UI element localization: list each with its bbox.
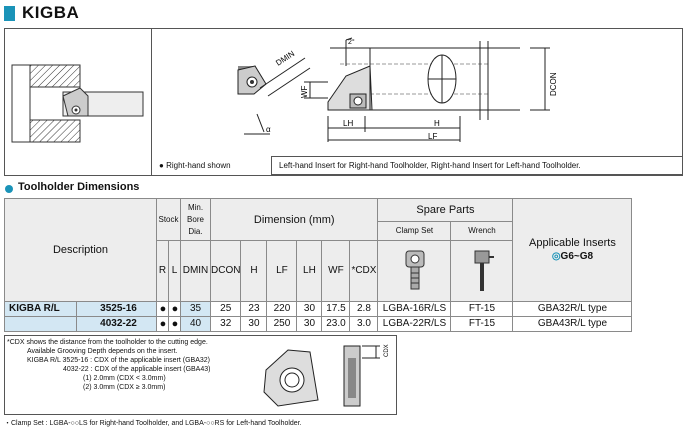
dmin-label: DMIN — [274, 49, 296, 68]
insert-cdx-drawing: CDX — [263, 344, 390, 407]
row2-dmin: 40 — [180, 316, 211, 332]
header-l: L — [168, 240, 181, 302]
row2-h: 30 — [240, 316, 268, 332]
row1-wrench: FT-15 — [450, 301, 514, 317]
target-icon: ◎ — [551, 251, 561, 262]
header-dimension: Dimension (mm) — [209, 198, 379, 241]
caption-right-hand: ● Right-hand shown — [159, 161, 231, 170]
header-lf: LF — [266, 240, 298, 302]
clamp-set-image — [377, 240, 452, 302]
row2-clamp-set: LGBA-22R/LS — [377, 316, 452, 332]
row1-stock-r: ● — [156, 301, 169, 317]
row1-dcon: 25 — [209, 301, 242, 317]
row2-stock-r: ● — [156, 316, 169, 332]
dcon-label: DCON — [549, 72, 558, 96]
row2-lf: 250 — [266, 316, 298, 332]
note-line-3: KIGBA R/L 3525-16 : CDX of the applicabl… — [27, 357, 211, 364]
row1-wf: 17.5 — [321, 301, 351, 317]
row1-insert: GBA32R/L type — [512, 301, 633, 317]
wrench-image — [450, 240, 514, 302]
row1-lh: 30 — [296, 301, 323, 317]
row1-series-text: KIGBA R/L — [9, 303, 60, 314]
page-title: KIGBA — [22, 3, 80, 22]
table-row: KIGBA R/L 3525-16 ● ● 35 25 23 220 30 17… — [4, 301, 633, 317]
cdx-note-box — [4, 335, 397, 415]
row1-lf: 220 — [266, 301, 298, 317]
header-r: R — [156, 240, 169, 302]
toolholder-drawing: DMIN α 2° WF LH H LF DCON — [237, 37, 558, 142]
section-marker — [5, 185, 13, 193]
clamp-set-footnote: ・Clamp Set : LGBA-○○LS for Right-hand To… — [4, 420, 302, 427]
header-dmin: DMIN — [180, 240, 211, 302]
bullet-icon: ● — [159, 161, 167, 170]
header-stock: Stock — [156, 198, 181, 241]
row2-wrench: FT-15 — [450, 316, 514, 332]
lf-label: LF — [428, 132, 437, 141]
note-line-2: Available Grooving Depth depends on the … — [27, 348, 178, 355]
section-title: Toolholder Dimensions — [18, 181, 140, 193]
row2-model: 4032-22 — [76, 316, 157, 332]
note-line-5: (1) 2.0mm (CDX < 3.0mm) — [83, 375, 166, 382]
header-wrench: Wrench — [450, 221, 514, 241]
row2-stock-l: ● — [168, 316, 181, 332]
insert-grade-range: ◎G6~G8 — [513, 251, 631, 263]
row1-h: 23 — [240, 301, 268, 317]
angle-label: 2° — [348, 38, 355, 46]
row1-series: KIGBA R/L — [4, 301, 77, 317]
caption-right-hand-text: Right-hand shown — [166, 161, 231, 170]
cdx-label: CDX — [384, 344, 390, 357]
bore-section-drawing — [11, 64, 144, 143]
row1-cdx: 2.8 — [349, 301, 379, 317]
note-line-6: (2) 3.0mm (CDX ≥ 3.0mm) — [83, 384, 166, 391]
title-marker — [4, 6, 15, 21]
row1-stock-l: ● — [168, 301, 181, 317]
row1-clamp-set: LGBA-16R/LS — [377, 301, 452, 317]
header-lh: LH — [296, 240, 323, 302]
row2-insert: GBA43R/L type — [512, 316, 633, 332]
clamp-set-icon — [405, 250, 425, 290]
header-cdx: *CDX — [349, 240, 379, 302]
wf-label: WF — [300, 85, 309, 98]
row2-series — [4, 316, 77, 332]
row2-wf: 23.0 — [321, 316, 351, 332]
header-h: H — [240, 240, 268, 302]
caption-left-hand: Left-hand Insert for Right-hand Toolhold… — [271, 156, 683, 175]
header-applicable-inserts: Applicable Inserts ◎G6~G8 — [512, 198, 633, 302]
alpha-label: α — [266, 125, 271, 134]
insert-grade-text: G6~G8 — [560, 251, 594, 262]
row1-dmin: 35 — [180, 301, 211, 317]
header-spare-parts: Spare Parts — [377, 198, 514, 222]
note-line-4: 4032-22 : CDX of the applicable insert (… — [63, 366, 211, 373]
header-description: Description — [4, 198, 157, 302]
figure-divider — [151, 28, 152, 176]
cdx-notes: *CDX shows the distance from the toolhol… — [7, 338, 255, 392]
toolholder-dimension-table: Description Stock Min. Bore Dia. Dimensi… — [4, 198, 633, 332]
header-dcon: DCON — [209, 240, 242, 302]
header-clamp-set: Clamp Set — [377, 221, 452, 241]
figure-box — [4, 28, 683, 176]
applicable-inserts-label: Applicable Inserts — [529, 237, 616, 249]
row2-lh: 30 — [296, 316, 323, 332]
h-label: H — [434, 119, 440, 128]
wrench-icon — [474, 250, 494, 291]
header-min-bore: Min. Bore Dia. — [180, 198, 211, 241]
header-wf: WF — [321, 240, 351, 302]
row2-cdx: 3.0 — [349, 316, 379, 332]
table-row: 4032-22 ● ● 40 32 30 250 30 23.0 3.0 LGB… — [4, 316, 633, 332]
row2-dcon: 32 — [209, 316, 242, 332]
lh-label: LH — [343, 119, 353, 128]
note-line-1: *CDX shows the distance from the toolhol… — [7, 339, 208, 346]
side-view — [304, 37, 550, 142]
insert-detail-view — [237, 57, 311, 135]
row1-model: 3525-16 — [76, 301, 157, 317]
